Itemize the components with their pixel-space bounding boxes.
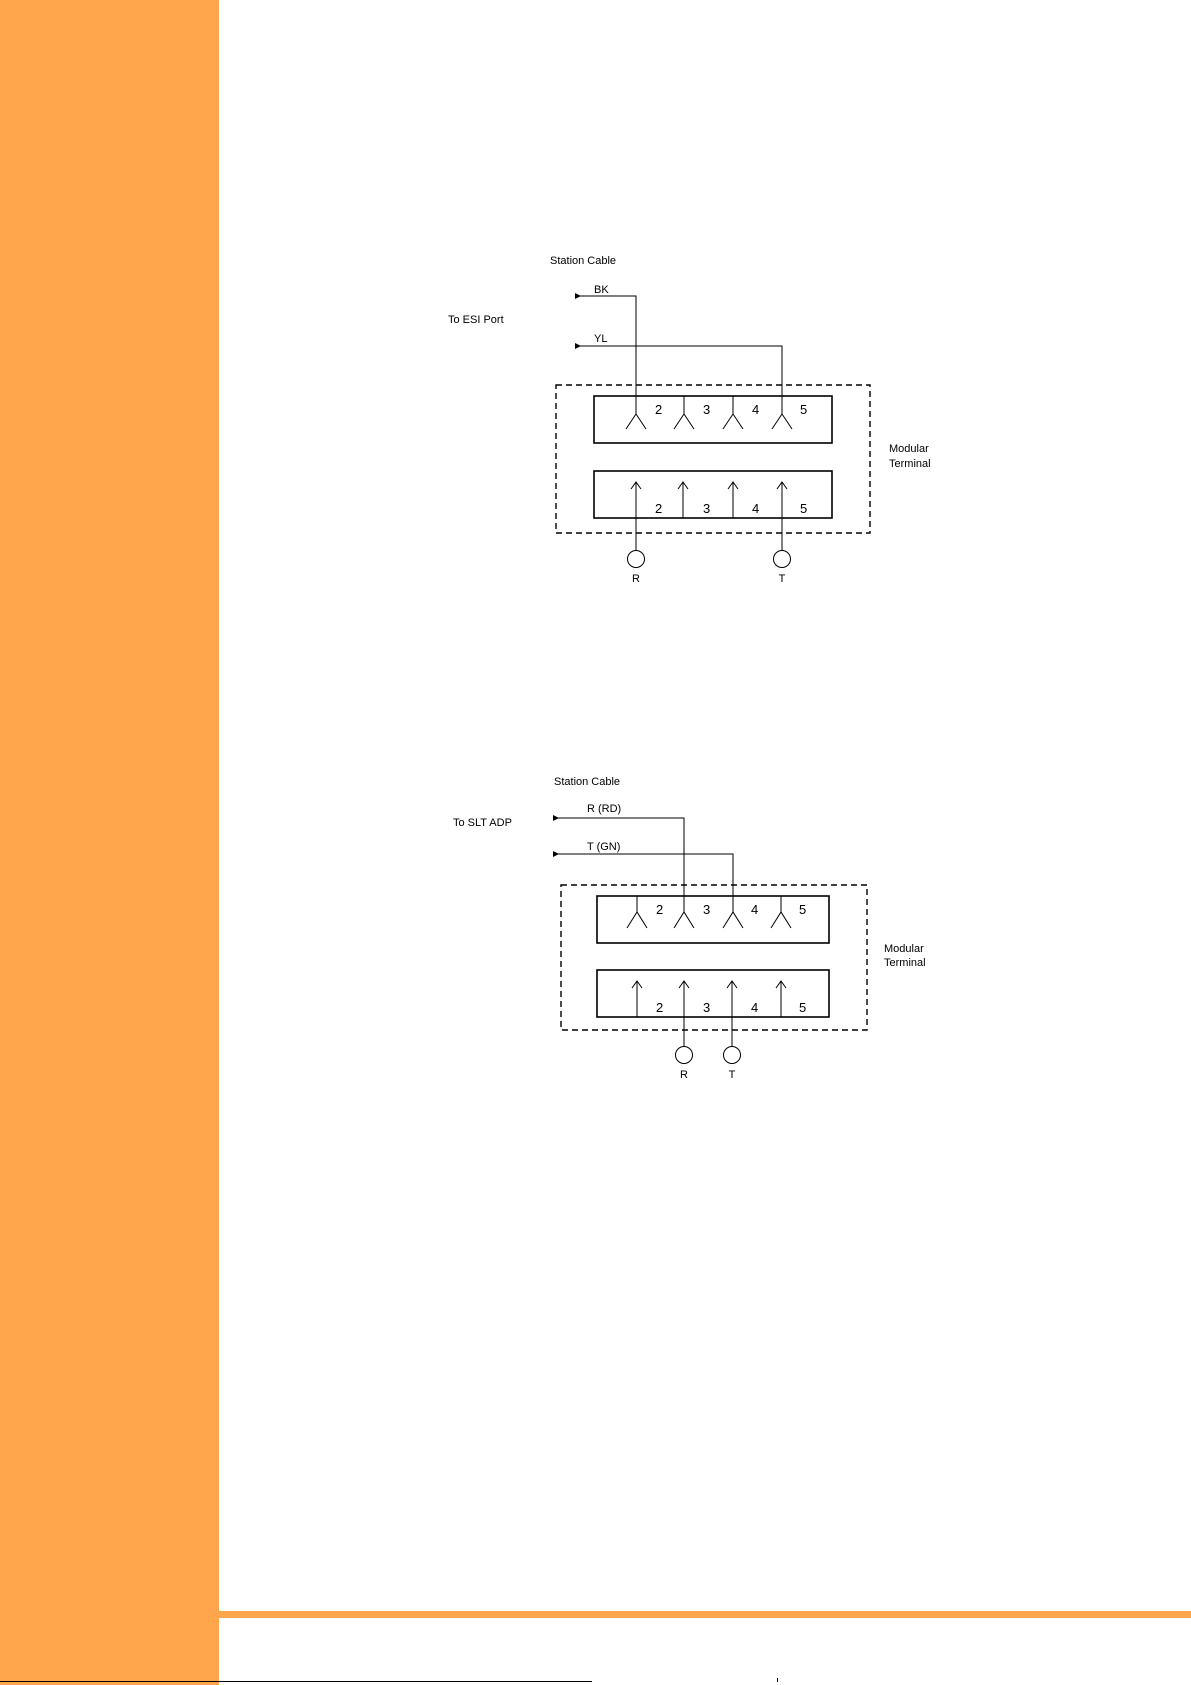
top-number-5: 5 <box>799 902 806 917</box>
node-b-circle <box>724 1047 741 1064</box>
destination-label: To ESI Port <box>448 314 504 326</box>
node-a-circle <box>676 1047 693 1064</box>
terminal-label-line1: Modular <box>884 943 924 955</box>
bottom-number-2: 2 <box>656 1000 663 1015</box>
terminal-label-line2: Terminal <box>889 458 931 470</box>
contact-v <box>627 896 647 928</box>
bottom-number-4: 4 <box>752 501 759 516</box>
contact-v <box>674 896 694 928</box>
wire-a-label: BK <box>594 284 609 296</box>
contact-arrow <box>632 981 642 1017</box>
top-number-4: 4 <box>752 402 759 417</box>
contact-arrow <box>631 482 641 518</box>
bottom-number-5: 5 <box>800 501 807 516</box>
contact-v <box>772 396 792 429</box>
top-terminal-block <box>594 396 832 443</box>
top-number-3: 3 <box>703 402 710 417</box>
bottom-terminal-block <box>594 471 832 518</box>
bottom-number-2: 2 <box>655 501 662 516</box>
node-a-circle <box>628 551 645 568</box>
bottom-terminal-block <box>597 970 829 1017</box>
contact-arrow <box>678 482 688 518</box>
top-number-5: 5 <box>800 402 807 417</box>
node-b-circle <box>774 551 791 568</box>
node-b-label: T <box>779 573 786 585</box>
wire-b-label: YL <box>594 333 607 345</box>
contact-arrow <box>728 482 738 518</box>
station-cable-label: Station Cable <box>550 255 616 267</box>
bottom-number-3: 3 <box>703 1000 710 1015</box>
contact-v <box>674 396 694 429</box>
top-number-3: 3 <box>703 902 710 917</box>
terminal-label-line2: Terminal <box>884 957 926 969</box>
top-number-4: 4 <box>751 902 758 917</box>
contact-v <box>626 396 646 429</box>
modular-terminal-enclosure <box>556 385 870 533</box>
terminal-label-line1: Modular <box>889 443 929 455</box>
node-b-label: T <box>729 1069 736 1081</box>
bottom-number-4: 4 <box>751 1000 758 1015</box>
destination-label: To SLT ADP <box>453 817 512 829</box>
station-cable-label: Station Cable <box>554 776 620 788</box>
contact-arrow <box>727 981 737 1017</box>
diagram-esi-port: Station Cable To ESI Port BK YL Modular … <box>448 255 931 585</box>
diagram-slt-adp: Station Cable To SLT ADP R (RD) T (GN) M… <box>453 776 926 1081</box>
modular-terminal-enclosure <box>561 885 867 1030</box>
bottom-number-3: 3 <box>703 501 710 516</box>
bottom-number-5: 5 <box>799 1000 806 1015</box>
wire-b-label: T (GN) <box>587 841 620 853</box>
contact-arrow <box>679 981 689 1017</box>
wire-a-label: R (RD) <box>587 803 621 815</box>
contact-v <box>723 396 743 429</box>
node-a-label: R <box>680 1069 688 1081</box>
contact-arrow <box>777 482 787 518</box>
contact-arrow <box>776 981 786 1017</box>
contact-v <box>723 896 743 928</box>
wire-a-line <box>554 818 684 912</box>
top-number-2: 2 <box>656 902 663 917</box>
contact-v <box>771 896 791 928</box>
node-a-label: R <box>632 573 640 585</box>
top-number-2: 2 <box>655 402 662 417</box>
